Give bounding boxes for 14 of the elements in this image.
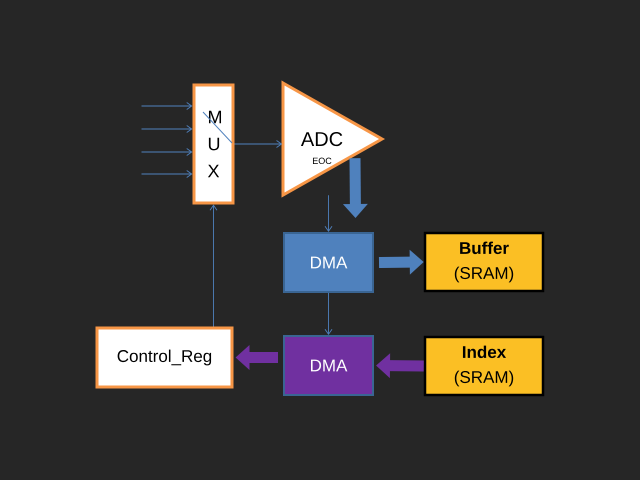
sram-box: Index (SRAM) [424, 336, 544, 396]
dma-box: DMA [283, 232, 374, 293]
mux-box: M U X [192, 84, 234, 204]
arrow [141, 170, 192, 178]
arrow [234, 140, 282, 148]
arrow [324, 292, 332, 335]
dma-box: DMA [283, 335, 374, 396]
arrow [141, 102, 192, 110]
arrow [210, 204, 218, 327]
arrow [141, 148, 192, 156]
sram-box: Buffer (SRAM) [424, 232, 544, 292]
arrow [141, 125, 192, 133]
arrow [324, 194, 332, 232]
register-box: Control_Reg [96, 326, 234, 388]
